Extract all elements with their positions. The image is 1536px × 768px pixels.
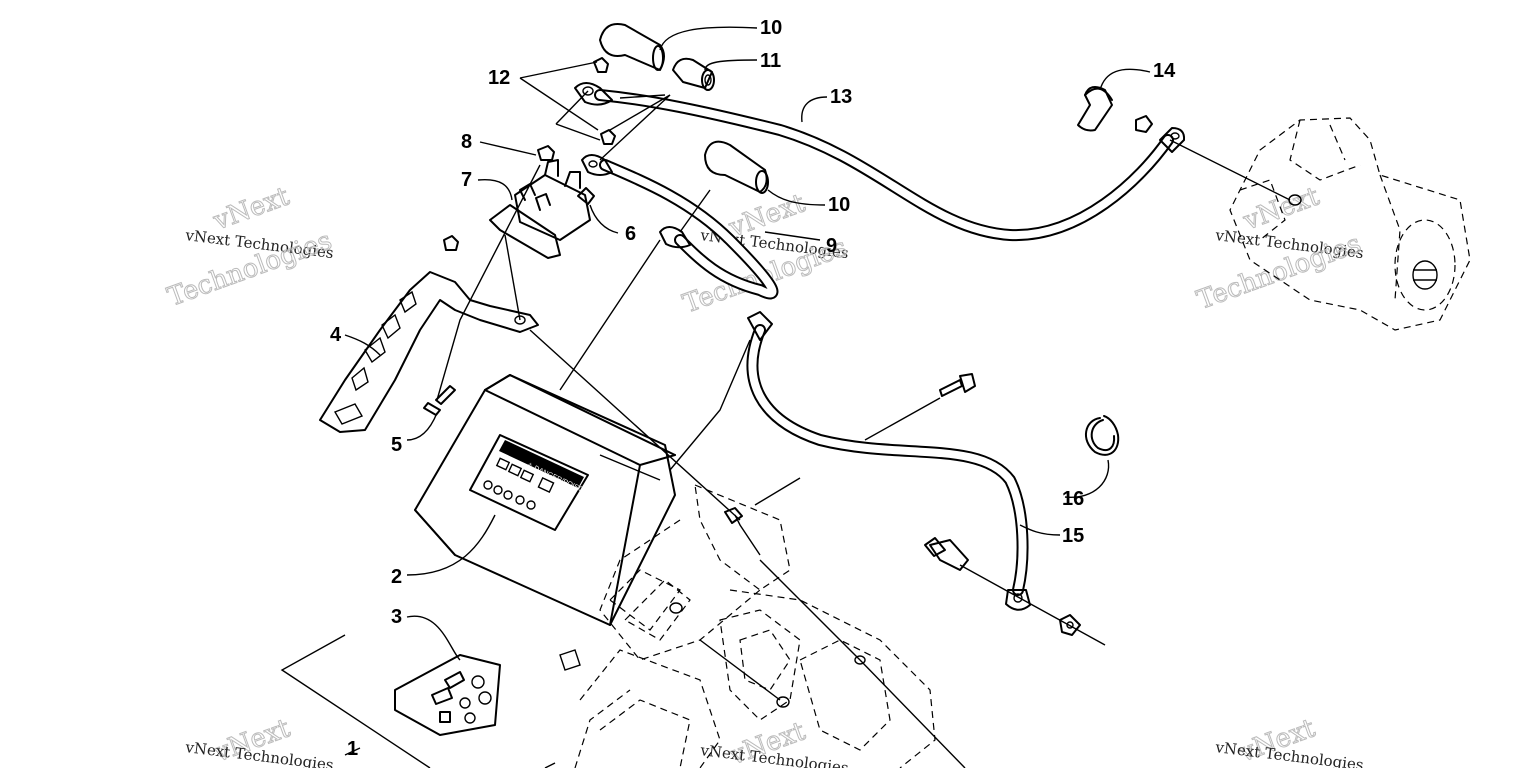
callout-14: 14 [1153,60,1176,82]
callout-1: 1 [347,738,358,760]
bolt-ground [924,373,1081,636]
callout-16: 16 [1062,488,1084,510]
watermark-left: vNext vNext Technologies Technologies [163,181,336,313]
starter-motor-outline [1229,117,1471,331]
assembly-lines [280,90,1291,768]
clamp-16 [1085,415,1120,456]
watermark-bottom-right: vNext vNext Technologies [1214,713,1365,768]
battery-2: ⚠ DANGER/POISON [414,374,676,626]
callout-8: 8 [461,131,472,153]
callout-leaders [344,26,1151,661]
watermark-right: vNext vNext Technologies Technologies [1193,181,1366,316]
terminal-boot-11 [672,57,715,91]
terminal-boot-10-top [599,23,665,71]
callout-2: 2 [391,566,402,588]
callout-4: 4 [330,324,342,346]
watermark-bottom-center: vNext vNext Technologies [699,716,850,768]
nut-8 [537,145,555,161]
cable-15 [746,311,1031,611]
callout-11: 11 [760,50,781,72]
terminal-boot-14 [1077,85,1113,132]
callout-7: 7 [461,169,472,191]
callout-labels: 1 2 3 4 5 6 7 8 9 10 10 11 12 13 14 15 1… [330,17,1176,760]
callout-12: 12 [488,67,510,89]
callout-3: 3 [391,606,402,628]
nut-starter [1135,115,1153,133]
svg-text:vNext: vNext [209,181,294,236]
hardware-kit-3 [394,654,501,736]
callout-10-top: 10 [760,17,782,39]
terminal-boot-10-middle [704,140,769,194]
callout-10-middle: 10 [828,194,850,216]
watermark-bottom-left: vNext vNext Technologies [184,713,335,768]
nuts-12 [593,57,616,145]
frame-outline-dashed [559,484,936,768]
callout-9: 9 [826,235,837,257]
callout-6: 6 [625,223,636,245]
solenoid-7 [489,159,595,259]
callout-5: 5 [391,434,402,456]
bracket-4 [319,235,539,433]
callout-13: 13 [830,86,852,108]
cable-9 [581,154,779,300]
cable-13 [574,82,1186,242]
callout-15: 15 [1062,525,1084,547]
